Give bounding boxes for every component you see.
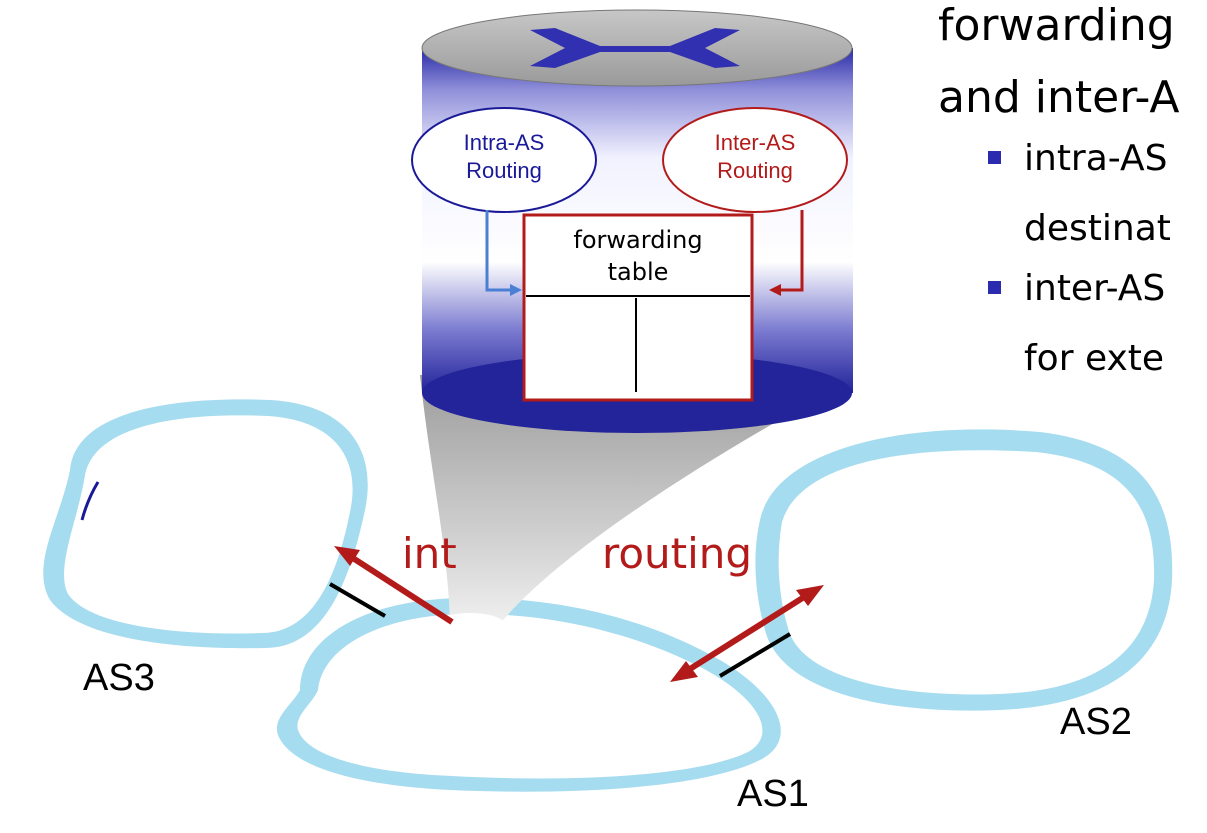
inter-to-table-arrow: [776, 210, 804, 292]
intra-to-table-arrow: [485, 210, 516, 292]
router-cross-icon: [530, 28, 740, 68]
slide-heading: forwarding and inter-A: [938, 0, 1179, 123]
routing-label-fragment-left: int: [402, 529, 457, 578]
routing-label-fragment-right: routing: [602, 529, 752, 578]
arrow-to-as2-head: [796, 585, 824, 606]
bullet-2-line-1: inter-AS: [1024, 268, 1165, 309]
zoom-cone: [420, 375, 852, 630]
bullet-1-line-2: destinat: [1024, 208, 1171, 249]
forwarding-label-line-1: forwarding: [573, 226, 702, 254]
bullet-list: intra-AS destinat inter-AS for exte: [988, 138, 1171, 379]
forwarding-label-line-2: table: [608, 258, 669, 286]
as3-label: AS3: [83, 657, 155, 699]
heading-line-1: forwarding: [938, 0, 1175, 51]
intra-label-line-1: Intra-AS: [464, 130, 545, 155]
inter-label-line-1: Inter-AS: [715, 130, 796, 155]
arrow-to-as3: [343, 550, 454, 625]
bullet-2-line-2: for exte: [1024, 338, 1164, 379]
as1-as2-link: [718, 632, 792, 678]
bullet-marker: [988, 281, 1001, 294]
intra-to-table-arrowhead: [510, 284, 522, 296]
as1-label: AS1: [737, 773, 809, 815]
arrow-as1-as2: [680, 589, 814, 677]
intra-as-routing-oval: Intra-AS Routing: [411, 107, 597, 213]
as3-as1-link: [328, 582, 387, 618]
router-cylinder: Intra-AS Routing Inter-AS Routing forwar…: [411, 9, 853, 433]
inter-as-arrows: [334, 546, 824, 682]
forwarding-table: forwarding table: [522, 213, 754, 402]
as2-cloud: [755, 429, 1173, 711]
arrow-to-as1-head: [670, 661, 698, 682]
inter-label-line-2: Routing: [717, 158, 793, 183]
inter-as-routing-oval: Inter-AS Routing: [662, 107, 848, 213]
as1-cloud: [276, 597, 781, 792]
as3-cloud: [43, 399, 368, 649]
inter-to-table-arrowhead: [769, 284, 781, 296]
heading-line-2: and inter-A: [938, 72, 1179, 123]
arrow-to-as3-head: [334, 546, 360, 566]
as2-label: AS2: [1060, 701, 1132, 743]
bullet-marker: [988, 151, 1001, 164]
bullet-1-line-1: intra-AS: [1024, 138, 1167, 179]
intra-label-line-2: Routing: [466, 158, 542, 183]
